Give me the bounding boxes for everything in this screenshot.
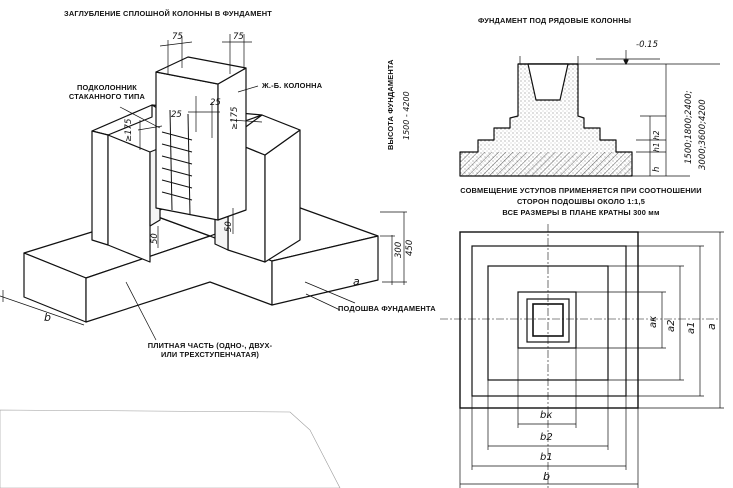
- plan-a: a: [705, 323, 718, 330]
- base-label: ПОДОШВА ФУНДАМЕНТА: [338, 304, 436, 313]
- socket-top-left: [91, 104, 153, 136]
- slab-label: ПЛИТНАЯ ЧАСТЬ (ОДНО-, ДВУХ- ИЛИ ТРЕХСТУП…: [140, 341, 280, 359]
- elevation-label: -0.15: [636, 40, 658, 50]
- dim-height-2: 450: [405, 239, 415, 256]
- column-rebar: [161, 109, 193, 216]
- note-line-3: ВСЕ РАЗМЕРЫ В ПЛАНЕ КРАТНЫ 300 мм: [502, 208, 660, 217]
- dim-inner-right: 25: [210, 98, 221, 108]
- note-line-2: СТОРОН ПОДОШВЫ ОКОЛО 1:1,5: [516, 197, 646, 206]
- plan-outer: [459, 231, 639, 409]
- h1-label: h1: [652, 142, 661, 152]
- h-values-2: 3000;3600;4200: [698, 99, 708, 170]
- plan-socket: [517, 291, 577, 349]
- column-front: [155, 71, 219, 221]
- dim-gap-left: 50: [150, 233, 160, 244]
- plan-bk: bк: [540, 410, 553, 421]
- left-diagram-title: ЗАГЛУБЛЕНИЕ СПЛОШНОЙ КОЛОННЫ В ФУНДАМЕНТ: [64, 9, 272, 18]
- plan-a2: a2: [666, 319, 677, 333]
- section-view: [459, 50, 720, 177]
- section-hatch: [460, 152, 632, 176]
- dim-width-a: a: [353, 275, 360, 288]
- paper-edge: [0, 409, 341, 488]
- dim-side-left: ≥175: [124, 118, 134, 142]
- h2-label: h2: [652, 130, 661, 140]
- dim-width-b: b: [44, 311, 51, 324]
- socket-front-left: [107, 134, 151, 263]
- section-title: ФУНДАМЕНТ ПОД РЯДОВЫЕ КОЛОННЫ: [478, 16, 632, 25]
- dim-side-right: ≥175: [230, 106, 240, 130]
- height-range: 1500 - 4200: [402, 91, 411, 140]
- plan-b1: b1: [540, 452, 553, 463]
- dim-inner-left: 25: [171, 110, 182, 120]
- leader-lines: [119, 85, 341, 341]
- plan-b: b: [543, 470, 550, 483]
- column-label: Ж.-Б. КОЛОННА: [262, 81, 323, 90]
- isometric-foundation: [0, 34, 407, 341]
- note-line-1: СОВМЕЩЕНИЕ УСТУПОВ ПРИМЕНЯЕТСЯ ПРИ СООТН…: [460, 186, 702, 195]
- plan-ak: aк: [648, 315, 659, 328]
- dim-height-1: 300: [394, 241, 404, 258]
- socket-label-text: ПОДКОЛОННИК СТАКАННОГО ТИПА: [68, 83, 146, 101]
- dim-top-right: 75: [233, 32, 244, 42]
- plan-b2: b2: [540, 432, 553, 443]
- column-top: [155, 56, 247, 85]
- slab-label-text: ПЛИТНАЯ ЧАСТЬ (ОДНО-, ДВУХ- ИЛИ ТРЕХСТУП…: [147, 341, 273, 359]
- socket-label: ПОДКОЛОННИК СТАКАННОГО ТИПА: [62, 83, 152, 101]
- h-label: h: [652, 166, 662, 172]
- h-values-1: 1500;1800;2400;: [684, 90, 694, 165]
- socket-left-face: [91, 130, 109, 246]
- plan-step-1: [471, 245, 627, 397]
- plan-view: [440, 224, 724, 488]
- plan-a1: a1: [686, 321, 697, 335]
- height-label: ВЫСОТА ФУНДАМЕНТА: [386, 59, 395, 150]
- dim-top-left: 75: [172, 32, 183, 42]
- dim-gap-right: 50: [224, 221, 234, 232]
- slab-right-front: [271, 235, 379, 306]
